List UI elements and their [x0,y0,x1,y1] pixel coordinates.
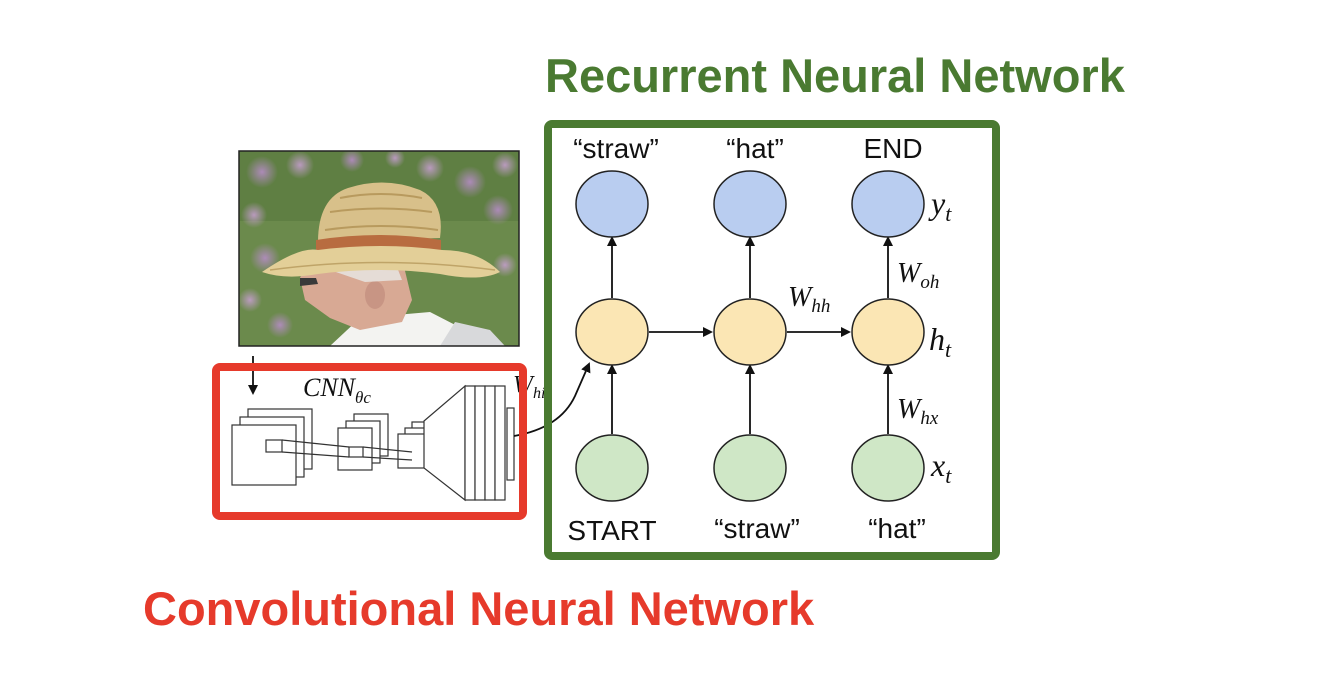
input-word-1: START [567,515,656,546]
output-word-1: “straw” [573,133,659,164]
cnn-fc-taper [423,384,466,502]
input-node-3 [851,434,925,502]
rnn-title: Recurrent Neural Network [545,49,1125,102]
cnn-layer-1 [231,424,297,486]
cnn-block: CNNθc [231,373,515,502]
y-t-symbol: yt [928,185,952,226]
w-hh-label: Whh [788,282,830,317]
output-word-3: END [863,133,922,164]
hidden-node-2 [713,298,787,366]
rnn-highlight-box [544,120,1000,560]
cnn-label: CNNθc [303,373,371,407]
x-t-symbol: xt [930,447,952,488]
output-node-2 [713,170,787,238]
w-hi-label: Whi [513,372,545,402]
input-word-2: “straw” [714,513,800,544]
output-word-2: “hat” [726,133,784,164]
hidden-node-3 [851,298,925,366]
cnn-feature-vector [506,407,515,481]
photo-border [238,150,520,347]
input-node-1 [575,434,649,502]
w-hx-label: Whx [897,394,939,429]
h-t-symbol: ht [929,321,952,362]
cnn-highlight-box [212,363,527,520]
output-node-1 [575,170,649,238]
w-oh-label: Woh [897,258,939,293]
cnn-to-rnn-connector [513,362,591,437]
cnn-title: Convolutional Neural Network [143,582,815,635]
output-node-3 [851,170,925,238]
rnn-diagram: “straw” “hat” END START “straw” “hat” yt… [567,133,952,546]
hidden-node-1 [575,298,649,366]
input-word-3: “hat” [868,513,926,544]
input-photo [238,150,520,347]
input-node-2 [713,434,787,502]
